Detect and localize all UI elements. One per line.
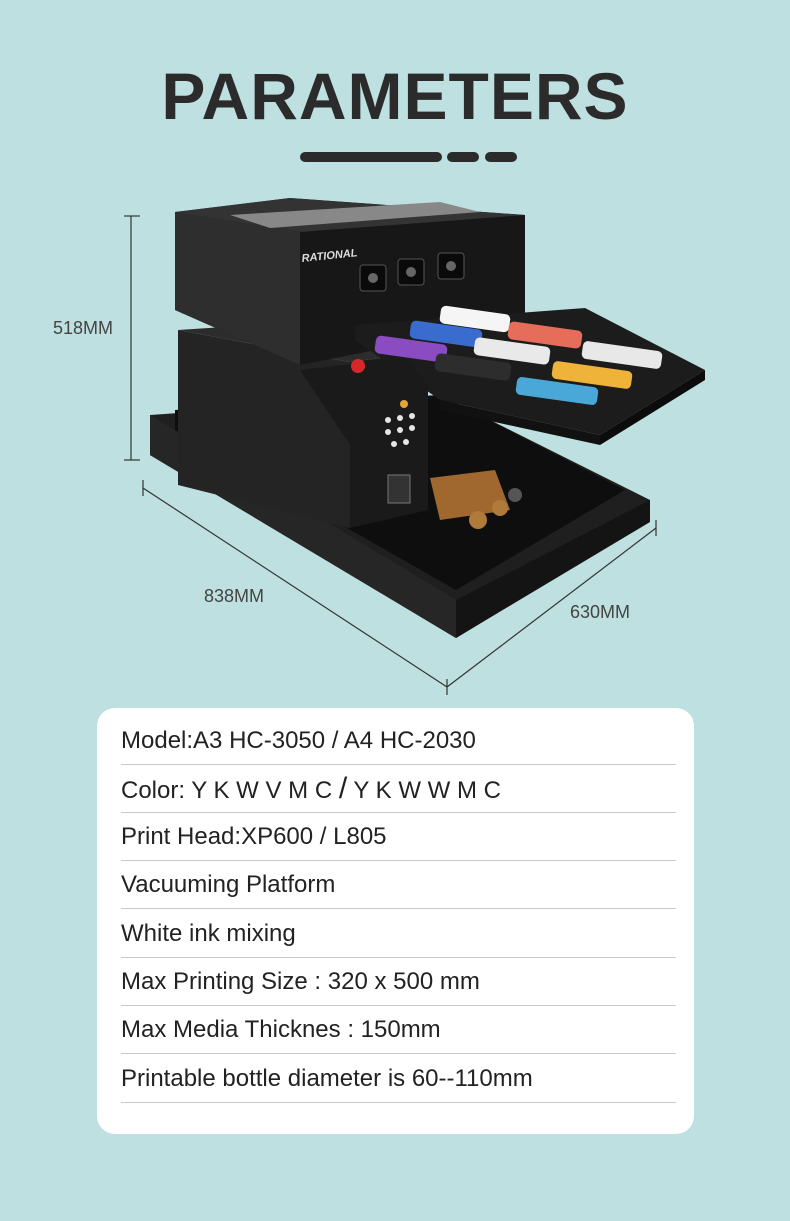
page-title: PARAMETERS [161, 59, 629, 133]
spec-model-label: Model: [121, 727, 194, 754]
spec-max-size: Max Printing Size : 320 x 500 mm [121, 958, 676, 1006]
emergency-stop-button [351, 359, 365, 373]
title-underline-dash [485, 152, 517, 162]
printer-figure: RATIONAL [0, 190, 790, 700]
dimension-lines [124, 215, 657, 695]
spec-print-head-label: Print Head: [121, 823, 242, 850]
spec-model-value: A3 HC-3050 / A4 HC-2030 [193, 727, 476, 754]
length-dimension: 838MM [204, 586, 265, 606]
spec-bottle-diameter: Printable bottle diameter is 60--110mm [121, 1055, 676, 1103]
spec-print-head-value: XP600 / L805 [241, 823, 387, 850]
spec-max-thickness: Max Media Thicknes : 150mm [121, 1006, 676, 1054]
title-underline-long [300, 152, 442, 162]
spec-print-head: Print Head:XP600 / L805 [121, 813, 676, 861]
spec-color-part2: Y K W W M C [347, 777, 501, 804]
specifications-card: Model:A3 HC-3050 / A4 HC-2030 Color: Y K… [97, 708, 694, 1134]
spec-white-ink: White ink mixing [121, 910, 676, 958]
uv-printer-image: RATIONAL [124, 198, 705, 695]
width-dimension: 630MM [570, 602, 631, 622]
spec-color: Color: Y K W V M C / Y K W W M C [121, 765, 676, 813]
spec-color-separator: / [338, 772, 348, 805]
spec-model: Model:A3 HC-3050 / A4 HC-2030 [121, 717, 676, 765]
printer-brand: RATIONAL [301, 247, 358, 265]
spec-platform: Vacuuming Platform [121, 861, 676, 909]
spec-color-label: Color: [121, 777, 192, 804]
title-underline-dash [447, 152, 479, 162]
height-dimension: 518MM [53, 318, 114, 338]
spec-color-part1: Y K W V M C [191, 777, 339, 804]
